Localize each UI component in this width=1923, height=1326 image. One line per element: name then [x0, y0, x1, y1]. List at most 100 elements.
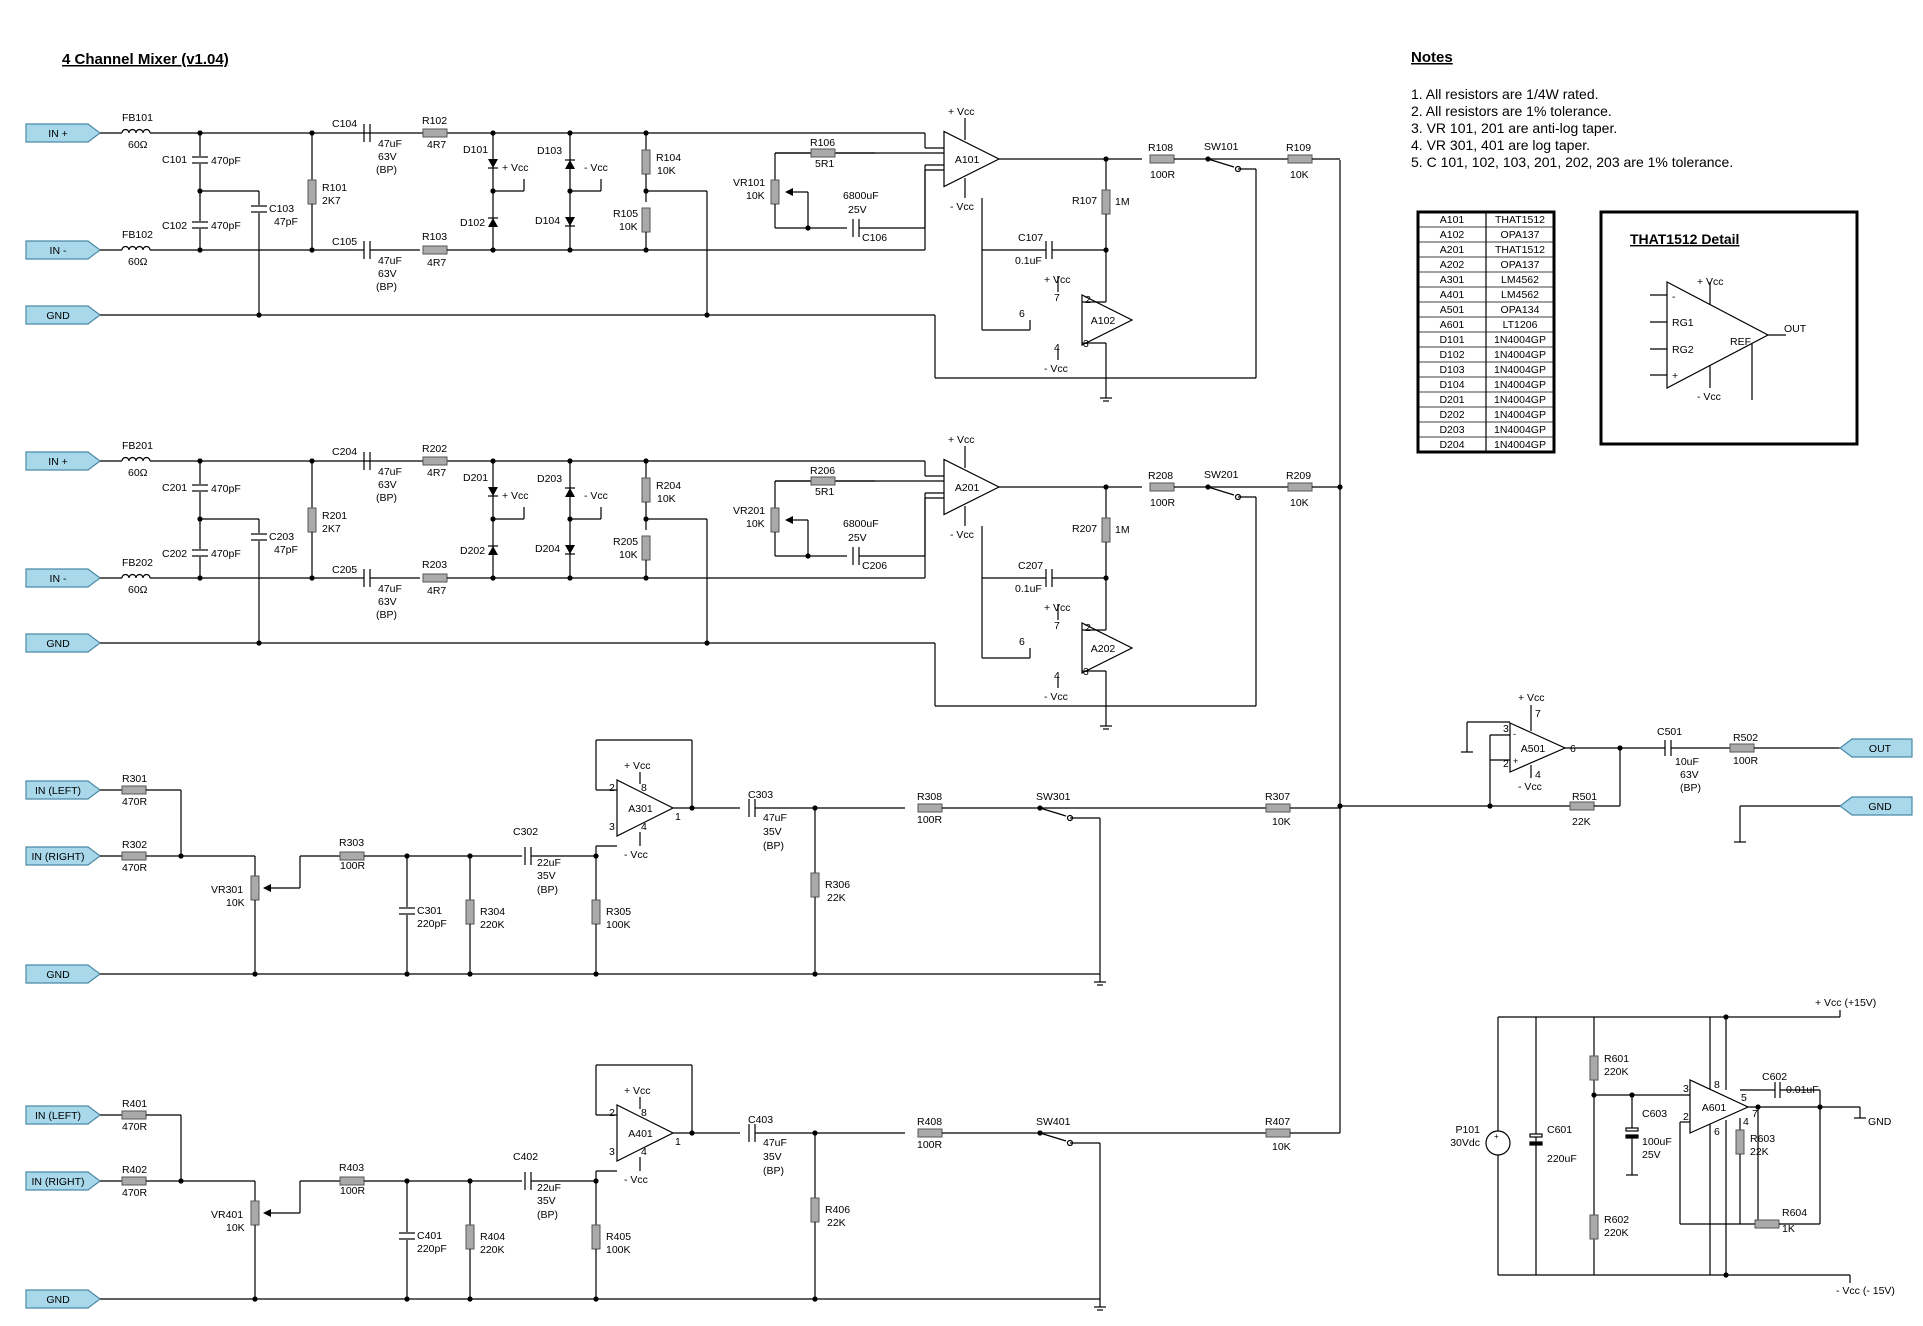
part-label: D203 [537, 473, 562, 485]
detail-plus: + [1672, 370, 1678, 382]
port-label: GND [46, 310, 70, 322]
wiper-arrow-icon [263, 1209, 271, 1217]
part-label: 1 [675, 811, 681, 823]
table-cell: D102 [1439, 349, 1464, 361]
part-label: 470pF [211, 548, 241, 560]
part-name: R603 [1750, 1133, 1775, 1145]
detail-out: OUT [1784, 323, 1807, 335]
notes-heading: Notes [1411, 49, 1453, 66]
port-in-right: IN (RIGHT) [25, 1171, 101, 1191]
resistor [917, 803, 943, 813]
port-gnd: GND [25, 633, 101, 653]
part-label: R108 [1148, 142, 1173, 154]
table-cell: THAT1512 [1495, 244, 1545, 256]
part-label: 60Ω [128, 139, 148, 151]
diode-icon [488, 218, 498, 227]
part-value: (BP) [1680, 782, 1701, 794]
port-shape [25, 1105, 101, 1125]
junction-dot [256, 312, 262, 318]
port-in-left: IN (LEFT) [25, 1105, 101, 1125]
port-in-left: IN (LEFT) [25, 780, 101, 800]
part-label: 4 [1054, 342, 1060, 354]
part-label: 220K [480, 1244, 505, 1256]
switch-lever [1207, 158, 1235, 168]
part-label: SW101 [1204, 141, 1239, 153]
table-cell: LM4562 [1501, 289, 1539, 301]
part-label: R104 [656, 152, 681, 164]
part-label: FB102 [122, 229, 153, 241]
port-shape [25, 780, 101, 800]
part-label: 25V [848, 532, 867, 544]
part-label: 3 [1083, 666, 1089, 678]
note-item: 2. All resistors are 1% tolerance. [1411, 103, 1612, 119]
diode-icon [488, 159, 498, 168]
detail-vcc-pos: + Vcc [1697, 276, 1724, 288]
part-label: C303 [748, 789, 773, 801]
amp-a601 [1689, 1079, 1750, 1134]
part-label: R305 [606, 906, 631, 918]
port-in-right: IN (RIGHT) [25, 846, 101, 866]
part-label: 35V [537, 870, 556, 882]
table-cell: 1N4004GP [1494, 409, 1546, 421]
part-label: 470pF [211, 220, 241, 232]
part-value: 220K [1604, 1227, 1629, 1239]
table-cell: D204 [1439, 439, 1464, 451]
part-label: 47uF [763, 1137, 787, 1149]
part-label: 60Ω [128, 256, 148, 268]
port-gnd-master: GND [1839, 796, 1913, 816]
junction-dot [805, 225, 811, 231]
resistor [770, 179, 780, 205]
master-stage: A501 - + 3 7 2 4 6 + Vcc - Vcc R501 22K … [1461, 692, 1913, 843]
rail-label: + Vcc [1518, 692, 1545, 704]
resistor [810, 476, 836, 486]
part-label: 4 [641, 1146, 647, 1158]
resistor [250, 1200, 260, 1226]
part-value: 30Vdc [1450, 1137, 1480, 1149]
table-row: A201 THAT1512 [1440, 244, 1545, 256]
table-cell: 1N4004GP [1494, 424, 1546, 436]
note-item: 5. C 101, 102, 103, 201, 202, 203 are 1%… [1411, 154, 1733, 170]
psu-gnd-label: GND [1868, 1116, 1892, 1128]
part-label: 63V [378, 268, 397, 280]
resistor [1101, 189, 1111, 215]
part-label: 2 [609, 1107, 615, 1119]
channel-3: IN (LEFT)IN (RIGHT)GNDR301470RR302470RVR… [25, 739, 1340, 986]
part-value: 220uF [1547, 1153, 1577, 1165]
part-value: 220K [1604, 1066, 1629, 1078]
table-cell: A601 [1440, 319, 1465, 331]
svg-text:+: + [1494, 1132, 1499, 1141]
part-label: + Vcc [948, 106, 975, 118]
part-label: - Vcc [624, 849, 648, 861]
part-value: 25V [1642, 1149, 1661, 1161]
resistor [641, 149, 651, 175]
amp-lm4562 [616, 1104, 675, 1162]
part-label: - Vcc [1044, 691, 1068, 703]
table-cell: A201 [1440, 244, 1465, 256]
part-label: (BP) [376, 281, 397, 293]
amp-a501 [1509, 722, 1567, 773]
part-label: 470R [122, 1121, 148, 1133]
part-label: 35V [537, 1195, 556, 1207]
amp-label: A601 [1702, 1102, 1727, 1114]
part-label: R202 [422, 443, 447, 455]
part-label: 5R1 [815, 486, 834, 498]
part-label: SW401 [1036, 1116, 1071, 1128]
pin-label: 4 [1535, 769, 1541, 781]
part-label: 10K [657, 165, 676, 177]
resistor [1101, 517, 1111, 543]
part-label: C105 [332, 236, 357, 248]
part-label: 63V [378, 596, 397, 608]
diode-icon [488, 546, 498, 555]
port-shape [25, 451, 101, 471]
part-name: R601 [1604, 1053, 1629, 1065]
part-label: D101 [463, 144, 488, 156]
ferrite-bead-icon [121, 573, 151, 579]
channel-2: IN +IN -GNDFB20160ΩFB20260Ω470pFC201470p… [25, 434, 1340, 730]
part-label: 10K [657, 493, 676, 505]
mix-bus [1337, 160, 1493, 1133]
part-label: (BP) [763, 840, 784, 852]
resistor [641, 207, 651, 233]
part-label: 47uF [378, 466, 402, 478]
